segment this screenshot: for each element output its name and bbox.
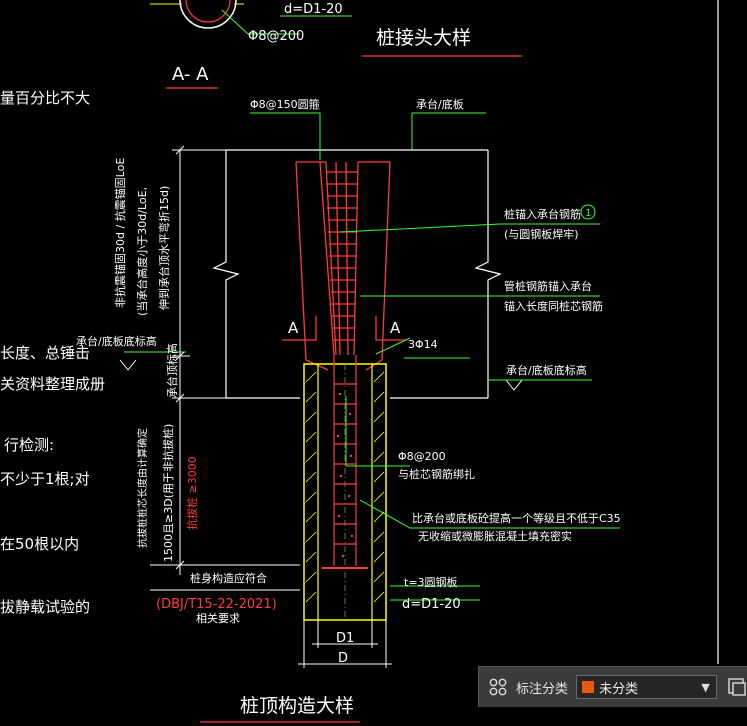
bars-3phi14-label: 3Φ14 [408, 338, 438, 351]
left-note: 长度、总锤击 [0, 344, 90, 362]
vert-ge3000: 抗拔桩 ≥3000 [185, 456, 199, 530]
concrete-note-1: 比承台或底板砼提高一个等级且不低于C35 [412, 511, 621, 525]
category-selected-value: 未分类 [599, 681, 639, 697]
vert-anchor-2: (当承台高度小于30d/LoE, [135, 187, 149, 316]
section-a-right: A [390, 319, 401, 337]
standard-code: (DBJ/T15-22-2021) [156, 597, 277, 612]
color-swatch [582, 681, 595, 693]
weld-label: (与圆钢板焊牢) [504, 227, 579, 241]
hoop-label: Φ8@150圆箍 [250, 97, 320, 111]
pile-top-detail-title: 桩顶构造大样 [240, 695, 354, 717]
section-cut-marks [282, 316, 406, 341]
cap-slab-outline [212, 149, 502, 399]
top-section-remnant [150, 0, 352, 35]
concrete-note-2: 无收缩或微膨胀混凝土填充密实 [418, 529, 572, 543]
pile-standard-label: 桩身构造应符合 [190, 571, 267, 585]
category-label: 标注分类 [516, 681, 569, 697]
panel-icon[interactable] [727, 676, 747, 698]
callout-circle [580, 204, 596, 220]
core-anchor-label-2: 锚入长度同桩芯钢筋 [504, 299, 603, 313]
related-req-label: 相关要求 [196, 611, 240, 625]
dim-d1: D1 [336, 631, 354, 646]
annotation-category-toolbar: 标注分类 未分类 ▼ [478, 666, 747, 707]
vert-cap-top: 承台顶标高 [165, 343, 179, 398]
cap-slab-label: 承台/底板 [416, 97, 464, 111]
section-a-left: A [288, 319, 299, 337]
cap-bottom-elev-left: 承台/底板底标高 [76, 334, 157, 348]
core-anchor-label-1: 管桩钢筋锚入承台 [504, 279, 592, 293]
vert-core-note: 抗拔桩桩芯长度由计算确定 [136, 428, 149, 548]
leader-lines [124, 112, 620, 601]
vert-core-length: 1500且≥3D(用于非抗拔桩) [161, 424, 175, 562]
left-note: 在50根以内 [0, 535, 79, 553]
left-note: 行检测: [4, 436, 54, 454]
left-notes: 量百分比不大 长度、总锤击 关资料整理成册 行检测: 不少于1根;对 在50根以… [0, 89, 105, 616]
cap-bottom-elev-right: 承台/底板底标高 [506, 363, 587, 377]
vert-anchor-3: 伸到承台顶水平弯折15d) [157, 186, 171, 310]
category-select[interactable]: 未分类 ▼ [576, 675, 717, 699]
section-aa-label: A- A [172, 64, 209, 85]
vert-anchor-1: 非抗震锚固30d / 抗震锚固LoE [113, 158, 127, 308]
plate-t3-label: t=3圆钢板 [404, 575, 458, 589]
phi8-200-mid-label: Φ8@200 [398, 450, 446, 463]
rebar-cage [295, 161, 391, 371]
anchor-bar-label: 桩锚入承台钢筋 [504, 207, 581, 221]
left-note: 量百分比不大 [0, 89, 90, 107]
bind-core-label: 与桩芯钢筋绑扎 [398, 467, 475, 481]
dim-d: D [338, 651, 348, 666]
pile-body [303, 355, 387, 621]
grid-icon[interactable] [485, 674, 510, 700]
left-note: 拔静载试验的 [0, 598, 90, 616]
bottom-d-equation: d=D1-20 [402, 597, 461, 612]
vertical-dimension [150, 145, 300, 591]
top-phi8-200-label: Φ8@200 [248, 29, 304, 44]
top-d-equation: d=D1-20 [284, 2, 343, 17]
elevation-markers [119, 359, 523, 391]
left-note: 关资料整理成册 [0, 375, 105, 393]
horizontal-dimension [298, 620, 392, 668]
pile-joint-detail-title: 桩接头大样 [376, 27, 471, 49]
chevron-down-icon[interactable]: ▼ [701, 680, 710, 694]
left-note: 不少于1根;对 [0, 470, 90, 488]
callout-number: 1 [585, 208, 591, 219]
